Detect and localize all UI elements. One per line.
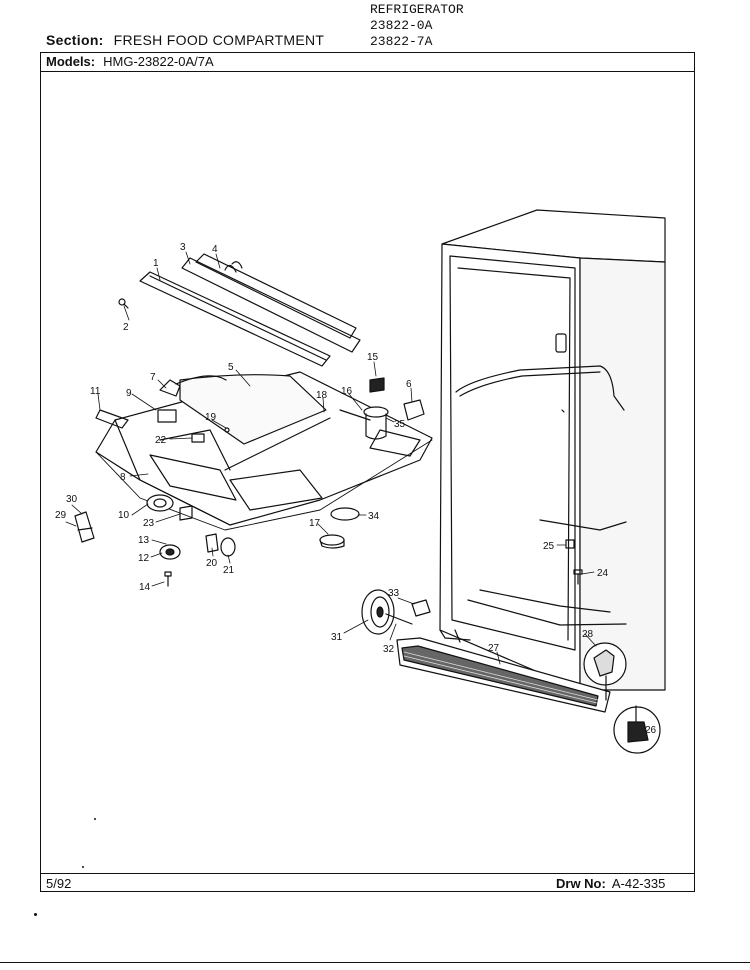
callout-35: 35	[394, 419, 406, 430]
trim-strips	[118, 253, 361, 367]
callout-24: 24	[597, 568, 609, 579]
callout-7: 7	[150, 372, 156, 383]
section-value: FRESH FOOD COMPARTMENT	[113, 32, 325, 48]
callout-17: 17	[309, 518, 321, 529]
model-number-0a: 23822-0A	[370, 18, 433, 33]
callout-20: 20	[206, 558, 218, 569]
footer-divider	[41, 873, 694, 874]
callout-16: 16	[341, 386, 353, 397]
models-title: Models: HMG-23822-0A/7A	[46, 54, 214, 69]
drawing-number-value: A-42-335	[611, 876, 666, 891]
callout-33: 33	[388, 588, 400, 599]
callout-18: 18	[316, 390, 328, 401]
callout-29: 29	[55, 510, 67, 521]
callout-10: 10	[118, 510, 130, 521]
callout-4: 4	[212, 244, 218, 255]
callout-22: 22	[155, 435, 167, 446]
callout-5: 5	[228, 362, 234, 373]
callout-32: 32	[383, 644, 395, 655]
detail-circle-28	[583, 642, 627, 701]
cabinet	[439, 209, 666, 691]
callout-34: 34	[368, 511, 380, 522]
callout-28: 28	[582, 629, 594, 640]
drawing-date: 5/92	[46, 876, 72, 891]
small-parts	[74, 375, 583, 635]
callout-15: 15	[367, 352, 379, 363]
callout-31: 31	[331, 632, 343, 643]
callout-8: 8	[120, 472, 126, 483]
detail-circle-26	[613, 705, 661, 754]
scan-speck	[34, 913, 37, 916]
callout-26: 26	[645, 725, 657, 736]
model-number-7a: 23822-7A	[370, 34, 433, 49]
callout-13: 13	[138, 535, 150, 546]
section-label: Section:	[46, 32, 104, 48]
models-bar	[41, 53, 694, 72]
callout-21: 21	[223, 565, 235, 576]
callout-3: 3	[180, 242, 186, 253]
callout-1: 1	[153, 258, 159, 269]
callout-12: 12	[138, 553, 150, 564]
product-header: REFRIGERATOR 23822-0A 23822-7A	[370, 2, 464, 50]
callout-19: 19	[205, 412, 217, 423]
leader-lines	[65, 251, 597, 665]
callout-23: 23	[143, 518, 155, 529]
drawing-frame	[40, 52, 695, 892]
scan-speck	[82, 866, 84, 868]
callout-30: 30	[66, 494, 78, 505]
models-label: Models:	[46, 54, 96, 69]
callout-2: 2	[123, 322, 129, 333]
crisper-cover-pan	[95, 371, 433, 531]
drawing-number-label: Drw No:	[556, 876, 606, 891]
bottom-grille	[396, 637, 611, 713]
callout-25: 25	[543, 541, 555, 552]
callout-11: 11	[90, 386, 101, 397]
callout-9: 9	[126, 388, 132, 399]
callout-6: 6	[406, 379, 412, 390]
section-title: Section: FRESH FOOD COMPARTMENT	[46, 32, 324, 48]
models-value: HMG-23822-0A/7A	[103, 54, 214, 69]
product-name: REFRIGERATOR	[370, 2, 464, 17]
drawing-number: Drw No: A-42-335	[556, 876, 665, 891]
page-bottom-rule	[0, 962, 750, 963]
callout-labels: 1 2 3 4 5 6 7 8 9 10 11 12 13 14 15 16 1…	[55, 242, 657, 736]
callout-27: 27	[488, 643, 500, 654]
callout-14: 14	[139, 582, 151, 593]
scan-speck	[94, 818, 96, 820]
